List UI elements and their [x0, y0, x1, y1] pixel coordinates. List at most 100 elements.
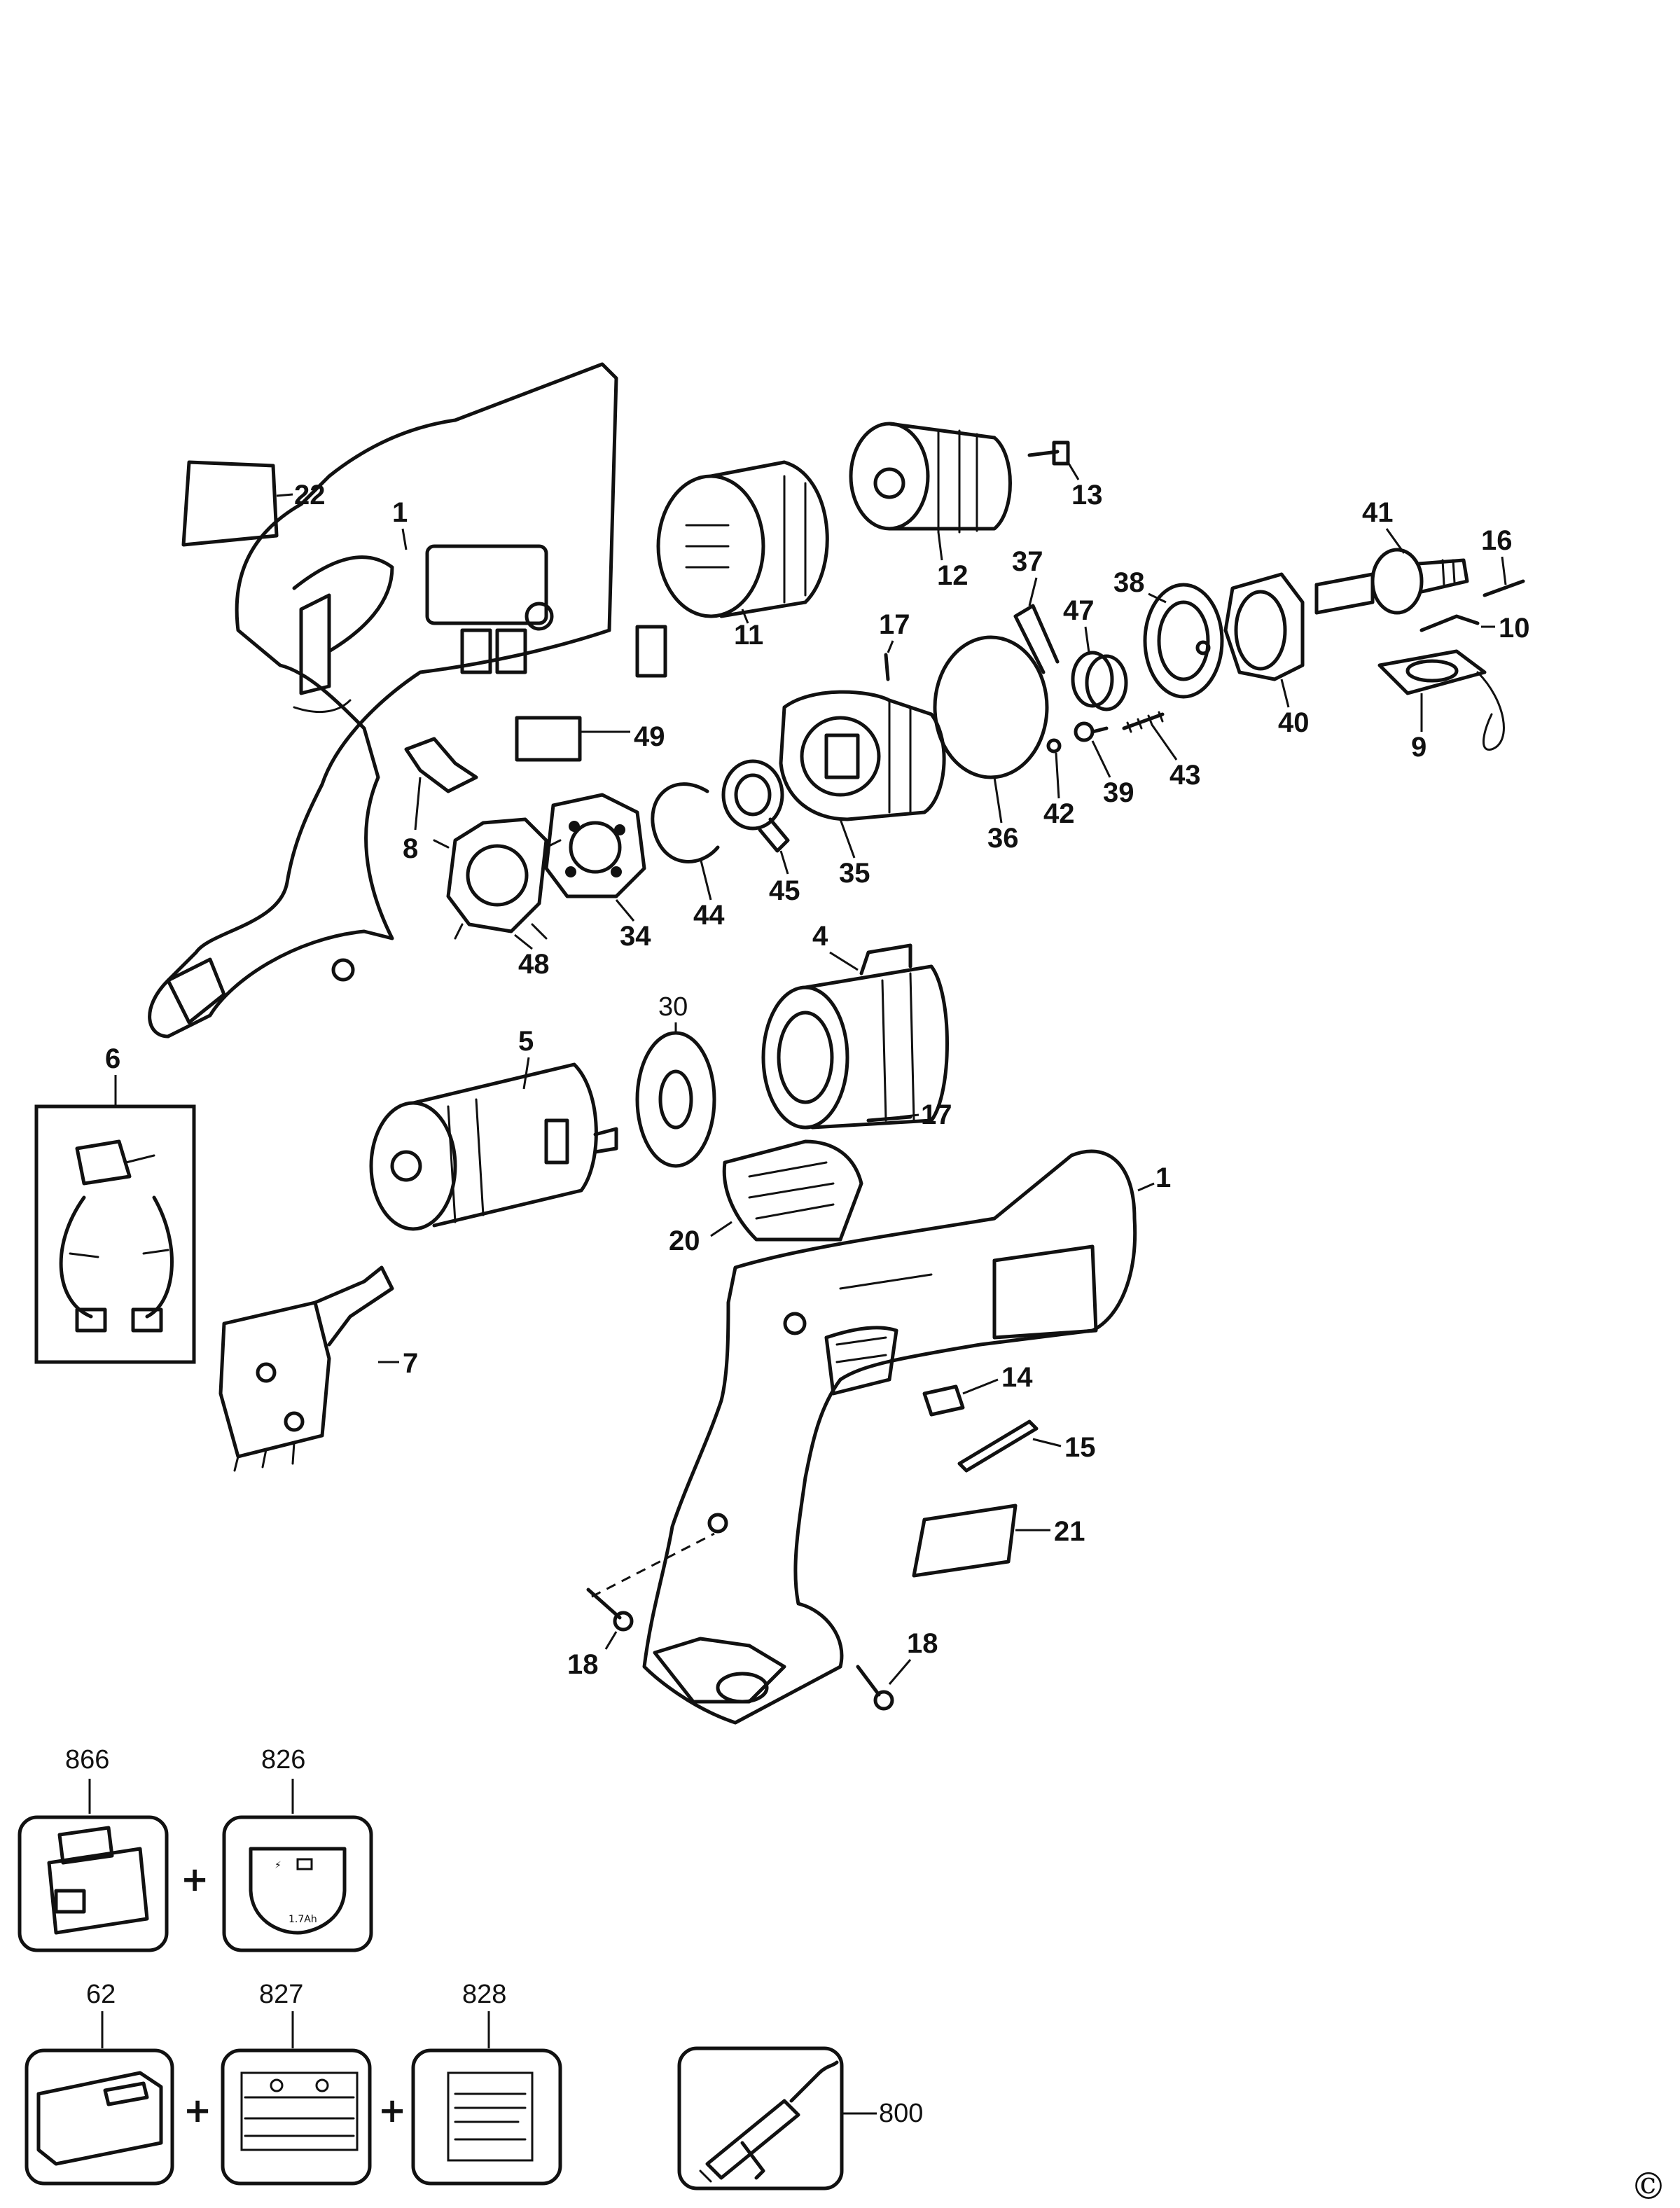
leader-20	[710, 1221, 733, 1237]
part-42-ball	[1046, 738, 1062, 754]
leader-15	[1032, 1438, 1062, 1447]
leader-43	[1151, 724, 1178, 761]
accessory-866-label: 866	[65, 1745, 109, 1775]
callout-7: 7	[403, 1348, 418, 1379]
callout-11: 11	[734, 620, 763, 651]
leader-17-top	[887, 640, 894, 653]
leader-44	[699, 857, 712, 901]
callout-20: 20	[669, 1225, 700, 1256]
callout-10: 10	[1499, 613, 1530, 644]
part-8-clip	[404, 737, 478, 793]
leader-45	[779, 850, 789, 875]
part-21-label	[912, 1504, 1018, 1578]
part-36-ring	[933, 635, 1049, 779]
accessory-827-box	[221, 2048, 372, 2186]
grease-gun-icon	[699, 2060, 839, 2183]
part-45-clutch	[721, 759, 790, 853]
part-18-screw-left	[586, 1532, 715, 1632]
callout-17-top: 17	[879, 609, 910, 640]
plus-sign-1: +	[181, 1860, 209, 1899]
part-14-latch	[922, 1384, 965, 1417]
leader-35	[839, 819, 856, 859]
part-7-switch	[218, 1265, 394, 1472]
leader-36	[993, 777, 1003, 824]
leader-40	[1280, 679, 1290, 708]
part-6-box	[34, 1104, 196, 1364]
leader-34	[615, 899, 635, 922]
leader-5	[522, 1057, 530, 1090]
part-41-spindle	[1314, 548, 1469, 615]
callout-30: 30	[658, 992, 688, 1022]
part-16-pin	[1483, 579, 1525, 597]
callout-22: 22	[294, 480, 326, 511]
callout-48: 48	[518, 949, 550, 980]
leader-41	[1385, 528, 1405, 554]
callout-21: 21	[1054, 1516, 1085, 1547]
leader-1-lower	[1137, 1182, 1155, 1192]
leader-37	[1028, 577, 1038, 606]
callout-49: 49	[634, 721, 665, 752]
leader-12	[937, 532, 943, 561]
callout-45: 45	[769, 875, 800, 906]
callout-12: 12	[937, 560, 969, 591]
callout-35: 35	[839, 858, 870, 889]
copyright-mark: ©	[1630, 2166, 1667, 2208]
battery-label-icon: ⚡ 1.7Ah	[249, 1847, 347, 1935]
charger-icon	[36, 2071, 163, 2166]
part-15-bit	[957, 1419, 1039, 1473]
accessory-828-label: 828	[462, 1980, 506, 2009]
leader-38	[1148, 592, 1167, 604]
callout-1-top: 1	[392, 497, 408, 528]
part-9-plate	[1377, 649, 1505, 751]
callout-36: 36	[987, 823, 1019, 854]
charger-label-icon	[240, 2071, 359, 2151]
part-49-block	[635, 625, 667, 678]
part-34-carrier	[544, 793, 646, 898]
callout-5: 5	[518, 1026, 534, 1057]
leader-18-left	[604, 1631, 618, 1650]
housing-half-right	[642, 1149, 1137, 1725]
callout-1-lower: 1	[1155, 1162, 1171, 1193]
callout-13: 13	[1071, 480, 1103, 511]
callout-39: 39	[1103, 777, 1134, 808]
callout-6: 6	[105, 1043, 120, 1074]
callout-16: 16	[1481, 525, 1513, 556]
part-4-gear-housing	[761, 943, 949, 1130]
leader-48	[514, 933, 533, 950]
part-37-clip	[1013, 604, 1060, 674]
part-44-ring	[651, 782, 720, 863]
part-13-screw	[1027, 440, 1070, 466]
part-6-brushes	[59, 1139, 174, 1333]
part-30-washer	[635, 1031, 716, 1168]
accessory-827-label: 827	[259, 1980, 303, 2009]
part-17-pin-top	[884, 653, 890, 681]
part-38-plate	[1143, 583, 1224, 699]
part-35-gearbox	[779, 690, 946, 821]
leader-39	[1091, 740, 1111, 778]
leader-16	[1501, 556, 1507, 585]
callout-17-lower: 17	[921, 1099, 952, 1130]
accessory-62-label: 62	[86, 1980, 116, 2009]
leader-22	[276, 493, 293, 497]
accessory-826-label: 826	[261, 1745, 305, 1775]
callout-34: 34	[620, 921, 651, 952]
part-39-pin	[1074, 721, 1109, 742]
callout-43: 43	[1169, 760, 1201, 791]
callout-47: 47	[1063, 595, 1095, 626]
housing-half-left	[148, 362, 618, 1039]
callout-18-right: 18	[907, 1628, 938, 1659]
callout-41: 41	[1362, 497, 1394, 528]
leader-18-right	[888, 1659, 912, 1685]
part-49-pad	[515, 716, 582, 762]
callout-44: 44	[693, 900, 725, 931]
plus-sign-2: +	[183, 2091, 211, 2130]
callout-9: 9	[1411, 732, 1426, 763]
leader-11	[741, 609, 749, 624]
callout-15: 15	[1064, 1432, 1096, 1463]
callout-38: 38	[1113, 567, 1145, 598]
part-18-screw-right	[856, 1665, 894, 1711]
part-10-clip	[1419, 614, 1480, 632]
accessory-62-box	[25, 2048, 174, 2186]
part-20-cover	[722, 1139, 863, 1242]
